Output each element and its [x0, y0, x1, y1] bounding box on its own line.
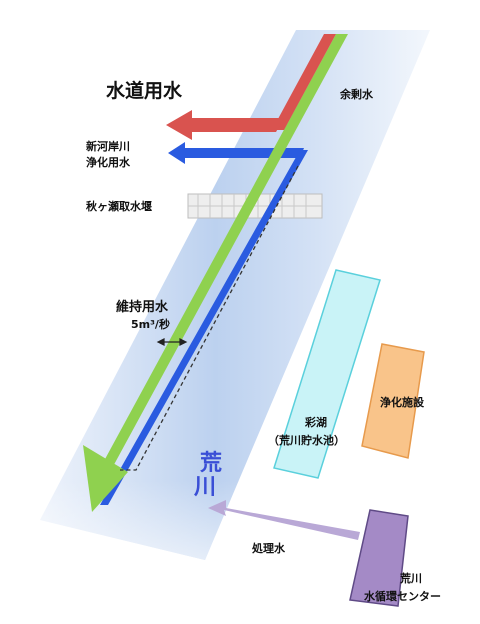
treated-water-arrow — [208, 500, 360, 540]
purification-flow-ribbon — [100, 150, 308, 505]
shingashi-label-line2: 浄化用水 — [86, 156, 130, 169]
purification-facility-label: 浄化施設 — [380, 396, 424, 409]
river-name-line1: 荒 — [200, 451, 223, 476]
center-label-line2: 水循環センター — [364, 590, 441, 603]
flow-width-arrow — [156, 338, 188, 346]
river-name-line2: 川 — [194, 475, 217, 500]
river-band-fade — [40, 30, 430, 560]
maintenance-flow-arrowhead — [83, 445, 128, 512]
water-supply-label: 水道用水 — [106, 80, 183, 102]
maintenance-flow-label: 維持用水 — [116, 300, 169, 315]
water-circulation-center — [349, 509, 409, 607]
treated-water-label: 処理水 — [252, 542, 285, 555]
surplus-water-label: 余剰水 — [340, 88, 373, 101]
lake-note-label: （荒川貯水池） — [268, 434, 345, 447]
purification-facility — [361, 343, 425, 459]
maintenance-flow-ribbon — [98, 34, 348, 472]
saiko-lake — [273, 269, 381, 479]
shingashi-label-line1: 新河岸川 — [86, 140, 130, 153]
center-label-line1: 荒川 — [400, 572, 422, 585]
akigase-weir-label: 秋ヶ瀬取水堰 — [86, 200, 152, 213]
shingashi-arrow — [168, 142, 304, 164]
water-supply-ribbon — [272, 34, 336, 130]
flow-rate-label: 5m³/秒 — [131, 318, 170, 331]
dashed-flow-path — [120, 165, 299, 471]
water-supply-arrow — [166, 110, 284, 140]
lake-name-label: 彩湖 — [305, 416, 327, 429]
